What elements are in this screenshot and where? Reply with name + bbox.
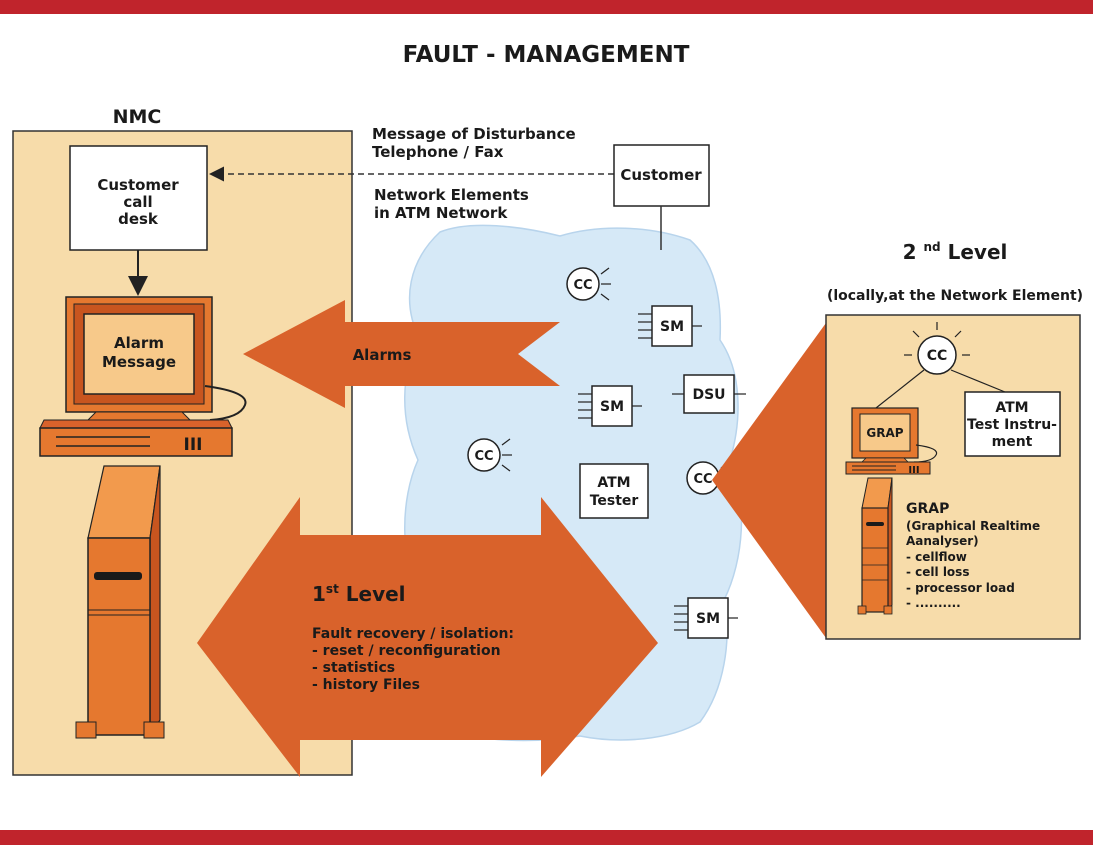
atm-instrument-line-1: ATM: [995, 400, 1028, 416]
cc-node-mid: [467, 438, 512, 472]
first-level-item-3: - history Files: [312, 677, 420, 693]
grap-item-2: - cell loss: [906, 565, 969, 579]
cc-right-label: CC: [693, 472, 712, 487]
sm-1-label: SM: [660, 319, 684, 335]
bottom-frame-bar: [0, 830, 1093, 845]
call-desk-line-3: desk: [118, 210, 159, 228]
grap-item-3: - processor load: [906, 581, 1015, 595]
cc-mid-label: CC: [474, 449, 493, 464]
message-label-line-1: Message of Disturbance: [372, 125, 576, 143]
cc-top-label: CC: [573, 278, 592, 293]
customer-call-desk-box: [69, 145, 208, 251]
sm-node-2: [578, 385, 642, 427]
grap-keyboard-mark: III: [908, 465, 919, 476]
grap-monitor-icon: [845, 407, 938, 475]
cc-node-top: [566, 267, 611, 301]
first-level-heading: 1st Level: [312, 582, 406, 606]
nmc-label: NMC: [113, 106, 162, 128]
atm-instrument-line-2: Test Instru-: [967, 417, 1057, 433]
sm-2-label: SM: [600, 399, 624, 415]
dsu-node: [672, 374, 746, 414]
monitor-icon: [65, 296, 247, 421]
grap-server-icon: [857, 477, 893, 615]
keyboard-icon: [39, 419, 233, 457]
grap-screen-label: GRAP: [866, 426, 903, 440]
keyboard-mark: III: [184, 435, 203, 455]
alarms-label: Alarms: [353, 346, 412, 364]
cc-node-second-level: [875, 322, 1006, 409]
network-label-line-1: Network Elements: [374, 186, 529, 204]
network-label-line-2: in ATM Network: [374, 204, 508, 222]
dsu-label: DSU: [692, 387, 725, 403]
atm-tester-line-2: Tester: [590, 493, 639, 509]
sm-node-1: [638, 305, 702, 347]
sm-3-label: SM: [696, 611, 720, 627]
first-level-item-2: - statistics: [312, 660, 395, 676]
message-label-line-2: Telephone / Fax: [372, 143, 504, 161]
second-level-wedge: [712, 323, 826, 638]
server-tower-icon: [75, 465, 165, 739]
call-desk-line-2: call: [123, 193, 152, 211]
call-desk-line-1: Customer: [97, 176, 179, 194]
grap-item-1: - cellflow: [906, 550, 967, 564]
first-level-item-1: - reset / reconfiguration: [312, 643, 501, 659]
top-frame-bar: [0, 0, 1093, 14]
second-level-subtitle: (locally,at the Network Element): [827, 288, 1083, 304]
alarms-arrow: [243, 300, 560, 408]
grap-desc-line-1: (Graphical Realtime: [906, 519, 1040, 533]
atm-instrument-line-3: ment: [992, 434, 1033, 450]
atm-tester-line-1: ATM: [597, 475, 630, 491]
first-level-double-arrow: [197, 497, 658, 777]
second-level-heading: 2 nd Level: [903, 240, 1008, 264]
alarm-message-line-1: Alarm: [114, 334, 164, 352]
customer-box: [613, 144, 710, 207]
sm-node-3: [674, 597, 738, 639]
page-title: FAULT - MANAGEMENT: [403, 42, 690, 68]
first-level-desc-title: Fault recovery / isolation:: [312, 626, 514, 642]
alarm-message-line-2: Message: [102, 353, 176, 371]
grap-item-4: - ..........: [906, 596, 961, 610]
customer-label: Customer: [620, 166, 702, 184]
grap-title: GRAP: [906, 501, 949, 517]
atm-test-instrument-box: [964, 391, 1061, 457]
atm-tester-box: [579, 463, 649, 519]
cc-second-level-label: CC: [927, 348, 948, 364]
grap-desc-line-2: Aanalyser): [906, 534, 979, 548]
